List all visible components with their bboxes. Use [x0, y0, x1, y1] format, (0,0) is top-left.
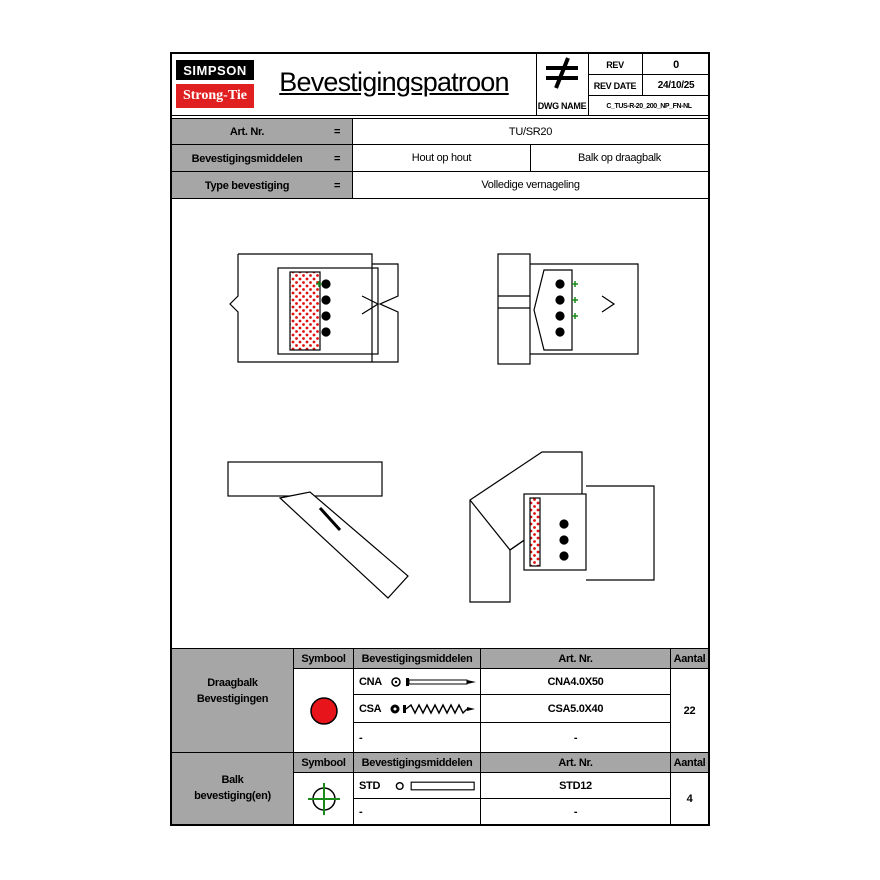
column-header: Aantal: [670, 648, 708, 668]
art-nr-cell: CNA4.0X50: [480, 668, 670, 694]
group-label: bevestiging(en): [194, 790, 271, 802]
top-view: [227, 461, 409, 599]
rev-date-value: 24/10/25: [657, 80, 695, 91]
not-equal-icon: [536, 54, 588, 96]
equals-sign: =: [333, 179, 341, 192]
header-divider: [536, 54, 537, 116]
nail-icon: [391, 676, 476, 687]
page-title: Bevestigingspatroon: [279, 66, 509, 97]
info-label-bg: [172, 172, 352, 199]
column-header: Bevestigingsmiddelen: [353, 648, 480, 668]
art-nr-cell: -: [480, 798, 670, 824]
header-divider: [588, 54, 710, 75]
quantity-cell: 4: [670, 772, 708, 824]
crosshair-icon: [308, 783, 340, 815]
table-row: -: [353, 798, 480, 824]
group-label: Balk: [221, 774, 244, 786]
side-view: [497, 253, 639, 365]
screw-icon: [390, 702, 476, 715]
art-nr-label: Art. Nr.: [229, 125, 265, 138]
art-nr-cell: STD12: [480, 772, 670, 798]
fastener-code: STD: [359, 779, 381, 792]
group-label-bg: [172, 752, 293, 824]
equals-sign: =: [333, 125, 341, 138]
dowel-icon: [395, 781, 475, 790]
fastener-code: CNA: [359, 675, 382, 688]
symbol-cell: [293, 668, 353, 752]
table-row: CSA: [353, 694, 480, 722]
fastener-label: Bevestigingsmiddelen: [191, 152, 303, 165]
dwg-name-value: C_TUS-R-20_200_NP_FN-NL: [606, 102, 692, 110]
type-value: Volledige vernageling: [352, 172, 708, 199]
rev-date-label: REV DATE: [593, 80, 637, 91]
type-label: Type bevestiging: [204, 179, 290, 192]
quantity-cell: 22: [670, 668, 708, 752]
column-header: Symbool: [293, 648, 353, 668]
column-header: Bevestigingsmiddelen: [353, 752, 480, 772]
header-divider: [588, 54, 589, 116]
table-row: CNA: [353, 668, 480, 694]
drawing-sheet: SIMPSON Strong-Tie Bevestigingspatroon D…: [170, 52, 710, 826]
group-label: Bevestigingen: [196, 693, 269, 705]
header-divider: [642, 54, 643, 96]
strong-tie-logo: Strong-Tie: [176, 84, 254, 108]
fastener-value-beam: Balk op draagbalk: [530, 145, 708, 172]
art-nr-cell: -: [480, 722, 670, 752]
dwg-name-label: DWG NAME: [537, 101, 587, 111]
red-circle-icon: [310, 697, 338, 725]
column-header: Symbool: [293, 752, 353, 772]
art-nr-value: TU/SR20: [352, 118, 708, 145]
rev-value: 0: [673, 58, 679, 71]
column-header: Aantal: [670, 752, 708, 772]
isometric-view: [469, 451, 655, 603]
fastener-value-wood: Hout op hout: [352, 145, 530, 172]
column-header: Art. Nr.: [480, 648, 670, 668]
table-row: -: [353, 722, 480, 752]
table-row: STD: [353, 772, 480, 798]
fastener-code: -: [359, 731, 363, 744]
simpson-logo: SIMPSON: [176, 60, 254, 80]
fastener-code: -: [359, 805, 363, 818]
rev-label: REV: [606, 59, 624, 70]
group-label-bg: [172, 648, 293, 752]
info-label-bg: [172, 145, 352, 172]
group-label: Draagbalk: [207, 677, 258, 689]
fastener-code: CSA: [359, 702, 382, 715]
symbol-cell: [293, 772, 353, 824]
art-nr-cell: CSA5.0X40: [480, 694, 670, 722]
header-divider: [588, 75, 710, 96]
technical-drawing: [227, 253, 655, 603]
front-view: [229, 253, 399, 363]
equals-sign: =: [333, 152, 341, 165]
info-label-bg: [172, 118, 352, 145]
column-header: Art. Nr.: [480, 752, 670, 772]
header-bottom-border: [172, 54, 708, 116]
